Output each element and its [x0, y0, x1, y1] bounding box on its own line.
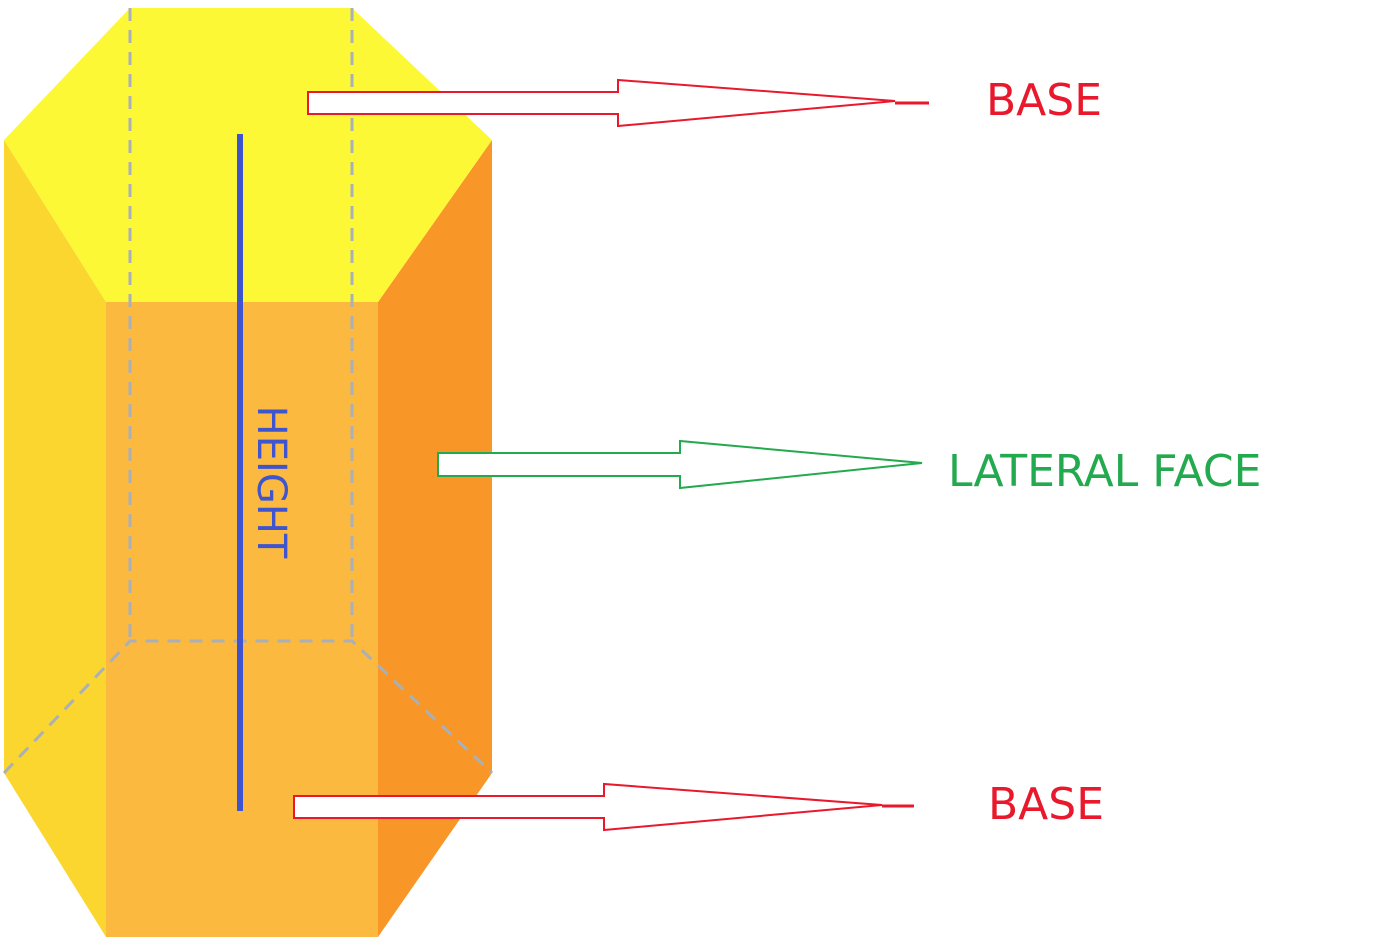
prism: HEIGHT: [2, 8, 494, 937]
height-label: HEIGHT: [248, 406, 294, 559]
bottom-base-arrow: [293, 782, 883, 832]
right-lateral-face: [378, 140, 492, 937]
top-base-face: [4, 8, 492, 302]
lateral-face-label: LATERAL FACE: [948, 446, 1261, 497]
callout-arrows: [293, 78, 929, 832]
left-lateral-face: [4, 140, 106, 937]
top-base-label: BASE: [986, 75, 1102, 126]
top-base-arrow: [307, 78, 896, 128]
bottom-base-label: BASE: [988, 779, 1104, 830]
lateral-face-arrow: [437, 439, 923, 490]
